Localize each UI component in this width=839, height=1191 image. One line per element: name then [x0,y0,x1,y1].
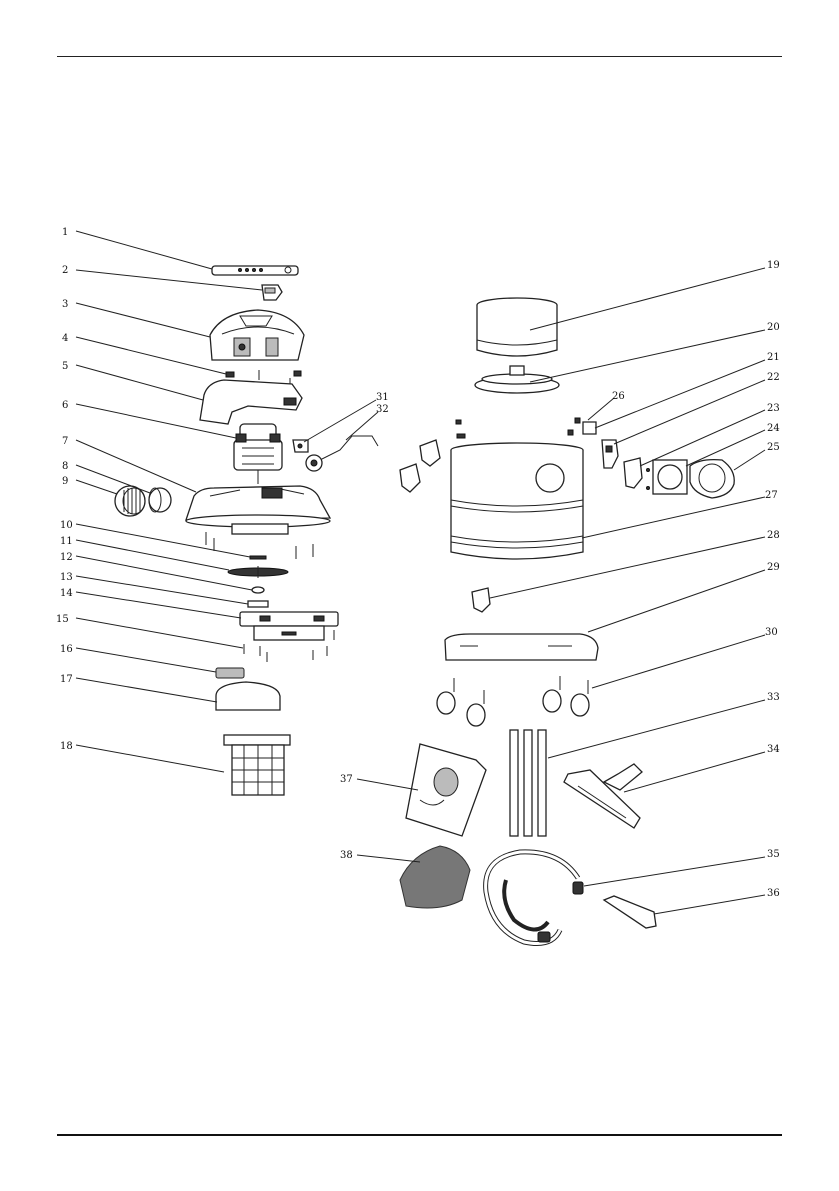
part-15-screws [243,630,335,662]
label-28: 28 [767,530,780,541]
part-32-lever [305,435,379,472]
label-34: 34 [767,744,780,755]
part-8-round-filter [148,487,172,513]
part-27-tank [450,442,584,560]
part-10-screws [205,532,314,560]
part-28-clip [471,587,491,613]
part-18-filter-cage [223,734,291,796]
label-14: 14 [60,588,73,599]
label-6: 6 [62,400,68,411]
label-36: 36 [767,888,780,899]
label-27: 27 [765,490,778,501]
label-23: 23 [767,403,780,414]
part-36-crevice-tool [602,895,657,929]
label-17: 17 [60,674,73,685]
label-19: 19 [767,260,780,271]
part-3-motor-cover [209,309,305,361]
label-20: 20 [767,322,780,333]
part-17-float [215,681,281,711]
label-13: 13 [60,572,73,583]
label-18: 18 [60,741,73,752]
part-13-nut [247,600,269,608]
label-30: 30 [765,627,778,638]
part-20-lid [474,365,560,394]
label-15: 15 [56,614,69,625]
label-32: 32 [376,404,389,415]
leader-lines [75,230,766,915]
part-33-extension-tubes [509,729,547,837]
label-1: 1 [62,227,68,238]
label-38: 38 [340,850,353,861]
part-29-base [444,633,599,661]
label-33: 33 [767,692,780,703]
label-25: 25 [767,442,780,453]
part-23-side-clip [623,457,643,489]
part-6-motor [233,423,283,484]
label-10: 10 [60,520,73,531]
label-24: 24 [767,423,780,434]
part-38-cloth-filter [399,845,471,909]
label-29: 29 [767,562,780,573]
label-21: 21 [767,352,780,363]
part-5-duct [199,379,303,425]
part-34-floor-nozzle [563,763,643,829]
label-5: 5 [62,361,68,372]
part-30-casters [436,676,590,727]
label-2: 2 [62,265,68,276]
label-3: 3 [62,299,68,310]
part-22-latch [601,439,619,469]
part-25-inlet [689,458,735,499]
label-35: 35 [767,849,780,860]
part-14-float-cage [239,611,339,641]
label-7: 7 [62,436,68,447]
label-4: 4 [62,333,68,344]
part-number-labels: 1 2 3 4 5 6 7 8 9 10 11 12 13 14 15 16 1… [56,227,780,899]
label-16: 16 [60,644,73,655]
part-7-motor-base [185,485,332,535]
part-37-dust-bag [405,743,487,837]
part-35-hose [483,849,584,946]
label-8: 8 [62,461,68,472]
label-26: 26 [612,391,625,402]
label-37: 37 [340,774,353,785]
label-22: 22 [767,372,780,383]
tank-clips-left [399,419,466,493]
top-rule [57,56,782,57]
part-16-cap [215,667,245,679]
label-12: 12 [60,552,73,563]
part-9-grille [114,485,146,517]
part-11-plate [227,566,289,578]
label-11: 11 [60,536,73,547]
label-31: 31 [376,392,389,403]
bottom-rule [57,1134,782,1136]
part-21-hinge [582,421,597,435]
part-19-cartridge-filter [476,297,558,357]
part-31-bracket [292,439,309,453]
part-12-washer [251,586,265,594]
part-24-gasket-plate [646,459,688,495]
part-26-screw [567,417,581,436]
part-1-handle [211,265,299,276]
part-2-switch [261,284,283,301]
label-9: 9 [62,476,68,487]
